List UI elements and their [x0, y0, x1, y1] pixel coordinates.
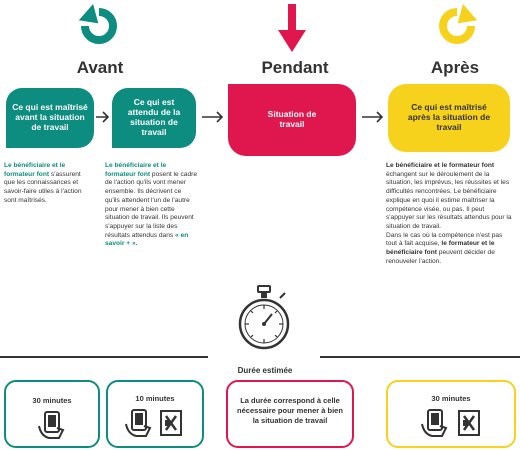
rotate-forward-icon [439, 4, 478, 44]
description-body: s'assurent que les connaissances et savo… [4, 170, 82, 204]
duration-text: 10 minutes [135, 394, 175, 403]
down-arrow-icon [278, 4, 306, 52]
duration-text: 30 minutes [431, 394, 471, 403]
description-body: échangent sur le déroulement de la situa… [386, 170, 512, 230]
description-body-3: peuvent décider de renouveler l'action. [386, 249, 495, 265]
tool-sheet-icon [458, 410, 480, 436]
description-lead: Le bénéficiaire et le formateur font [386, 162, 495, 169]
description-avant-2: Le bénéficiaire et le formateur font pos… [105, 162, 197, 249]
stopwatch-icon [238, 285, 290, 350]
description-apres: Le bénéficiaire et le formateur font éch… [386, 162, 514, 266]
en-savoir-plus-link[interactable]: « en savoir + ». [105, 231, 189, 248]
tablet-hand-icon [38, 411, 65, 439]
duration-text: 30 minutes [32, 396, 72, 405]
bubble-apres: Ce qui est maîtrisé après la situation d… [388, 84, 510, 152]
duration-card-1: 30 minutes [4, 380, 100, 448]
duration-label: Durée estimée [237, 366, 293, 375]
tablet-hand-icon [125, 409, 152, 437]
tool-sheet-icon [160, 410, 182, 436]
bubble-avant-2: Ce qui est attendu de la situation de tr… [112, 88, 196, 148]
duration-card-4: 30 minutes [386, 380, 516, 448]
description-lead: Le bénéficiaire et le formateur font [4, 162, 66, 178]
arrow-right-icon [96, 111, 110, 123]
bubble-avant-1: Ce qui est maîtrisé avant la situation d… [6, 88, 94, 148]
phase-title-avant: Avant [76, 58, 124, 77]
phase-title-pendant: Pendant [261, 58, 329, 77]
duration-card-3: La durée correspond à celle nécessaire p… [226, 380, 354, 448]
divider-right [320, 356, 520, 358]
duration-card-2: 10 minutes [106, 380, 204, 448]
divider-left [0, 356, 208, 358]
duration-text: La durée correspond à celle nécessaire p… [237, 396, 343, 425]
description-lead-2: le formateur et le bénéficiaire font [386, 240, 495, 257]
bubble-pendant: Situation de travail [228, 84, 356, 156]
description-lead: Le bénéficiaire et le formateur font [105, 162, 167, 178]
phase-title-apres: Après [430, 58, 480, 77]
arrow-right-icon [202, 111, 224, 123]
description-avant-1: Le bénéficiaire et le formateur font s'a… [4, 162, 90, 206]
rotate-back-icon [78, 4, 117, 44]
arrow-right-icon [362, 111, 384, 123]
description-body-2: Dans le cas où la compétence n'est pas t… [386, 231, 503, 248]
description-body: posent le cadre de l'action qu'ils vont … [105, 170, 197, 239]
tablet-hand-icon [421, 409, 448, 437]
